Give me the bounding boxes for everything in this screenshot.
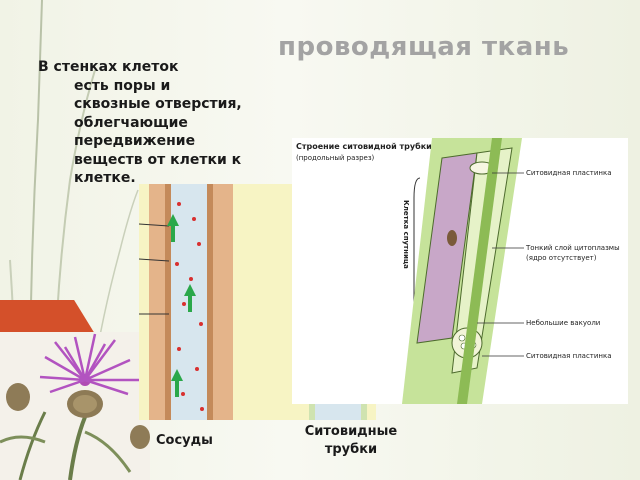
- flower-head: [39, 333, 140, 418]
- sieve-tube-diagram: Строение ситовидной трубки (продольный р…: [292, 138, 628, 404]
- bud-left: [6, 383, 30, 411]
- companion-cell-label: Клетка спутница: [402, 200, 410, 269]
- label-sieve-plate-top: Ситовидная пластинка: [526, 169, 612, 177]
- sieve-tissue: [402, 138, 522, 404]
- vessel-tube: [139, 184, 233, 420]
- label-cytoplasm-2: (ядро отсутствует): [526, 254, 597, 262]
- caption-vessels: Сосуды: [156, 433, 213, 448]
- arrow-up-icon: [167, 214, 196, 397]
- slide-title: проводящая ткань: [278, 32, 570, 62]
- body-rest: есть поры и сквозные отверстия, облегчаю…: [74, 77, 242, 187]
- sieve-diagram-subtitle: (продольный разрез): [296, 154, 375, 162]
- caption-sieve-tubes: Ситовидные трубки: [304, 424, 398, 457]
- slide-body-text: В стенках клеток есть поры и сквозные от…: [38, 58, 248, 188]
- body-first-line: В стенках клеток: [38, 59, 179, 75]
- bud-right: [130, 425, 150, 449]
- label-vacuoles: Небольшие вакуоли: [526, 319, 600, 327]
- thistle-photo: [0, 332, 150, 480]
- label-cytoplasm-1: Тонкий слой цитоплазмы: [525, 244, 620, 252]
- label-sieve-plate-bottom: Ситовидная пластинка: [526, 352, 612, 360]
- sieve-diagram-title: Строение ситовидной трубки: [296, 141, 432, 151]
